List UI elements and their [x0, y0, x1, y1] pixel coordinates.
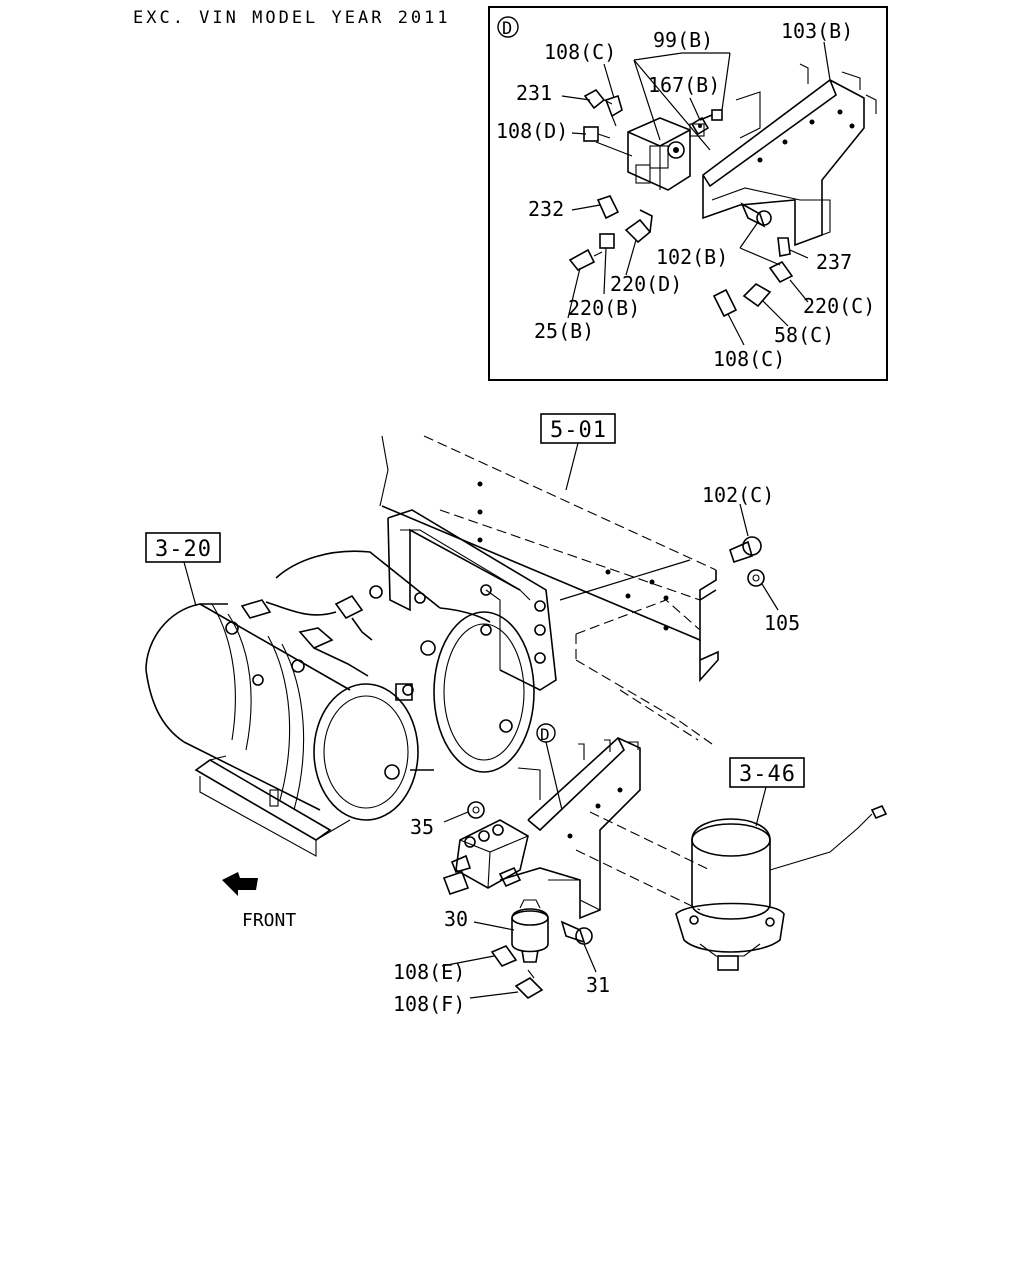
label-108c-top: 108(C) [544, 40, 616, 64]
label-220d: 220(D) [610, 272, 682, 296]
label-167b: 167(B) [648, 73, 720, 97]
label-25b: 25(B) [534, 319, 594, 343]
fitting-58c [742, 283, 772, 308]
fitting-232 [596, 195, 620, 220]
ref-box-3-20: 3-20 [145, 532, 221, 607]
label-35: 35 [410, 815, 434, 839]
air-tank-rear [275, 550, 535, 773]
fitting-25b [568, 248, 603, 272]
front-label: FRONT [242, 910, 296, 931]
label-102b: 102(B) [656, 245, 728, 269]
fitting-237 [777, 237, 791, 257]
fitting-220b [599, 233, 615, 249]
fitting-108f [514, 969, 544, 999]
svg-text:D: D [502, 19, 512, 39]
label-30: 30 [444, 907, 468, 931]
label-108e: 108(E) [393, 960, 465, 984]
bolt-102c [729, 536, 762, 564]
fitting-108e [490, 945, 518, 967]
valve-bracket-d [499, 737, 641, 920]
detail-marker-d-icon: D [497, 16, 519, 39]
front-direction-arrow-icon [222, 872, 258, 896]
fitting-231 [583, 88, 613, 110]
bracket-103b [702, 63, 877, 247]
bolt-31 [560, 920, 593, 945]
ref-box-3-46: 3-46 [729, 757, 805, 827]
fitting-108d [583, 126, 611, 142]
air-dryer-3-46 [675, 804, 888, 971]
tank-cradle [194, 755, 351, 857]
detail-d-frame [488, 6, 888, 381]
label-105: 105 [764, 611, 800, 635]
valve-cluster [442, 819, 529, 896]
label-102c: 102(C) [702, 483, 774, 507]
ref-3-20: 3-20 [155, 537, 212, 562]
frame-rail-5-01 [379, 435, 719, 683]
fitting-220d [624, 209, 653, 244]
fitting-108c-bottom [712, 288, 738, 318]
ref-5-01: 5-01 [550, 418, 607, 443]
label-99b: 99(B) [653, 28, 713, 52]
washer-167b [690, 116, 710, 136]
nut-35 [467, 801, 485, 819]
label-108f: 108(F) [393, 992, 465, 1016]
label-103b: 103(B) [781, 19, 853, 43]
ref-3-46: 3-46 [739, 762, 796, 787]
detail-d-panel: D [488, 6, 888, 381]
main-leader-lines [441, 503, 779, 999]
bolt-99b [699, 109, 723, 121]
installation-dash-lines [575, 599, 713, 911]
label-31: 31 [586, 973, 610, 997]
air-tank-front [145, 603, 419, 821]
valve-assembly-detail [595, 117, 705, 191]
bolt-102b [740, 202, 772, 228]
valve-bracket-marker-d-icon: D [536, 723, 563, 811]
ref-box-5-01: 5-01 [540, 413, 616, 491]
detail-leader-lines [561, 41, 831, 346]
svg-text:D: D [540, 725, 550, 744]
fitting-108c-top [604, 94, 623, 127]
label-108d: 108(D) [496, 119, 568, 143]
label-108c-bottom: 108(C) [713, 347, 785, 371]
label-231: 231 [516, 81, 552, 105]
label-237: 237 [816, 250, 852, 274]
nut-105 [747, 569, 765, 587]
tank-piping [240, 594, 413, 701]
label-58c: 58(C) [774, 323, 834, 347]
label-220c: 220(C) [803, 294, 875, 318]
label-220b: 220(B) [568, 296, 640, 320]
valve-30 [511, 899, 549, 963]
fitting-220c [768, 260, 794, 284]
label-232: 232 [528, 197, 564, 221]
diagram-title: EXC. VIN MODEL YEAR 2011 [133, 8, 451, 28]
